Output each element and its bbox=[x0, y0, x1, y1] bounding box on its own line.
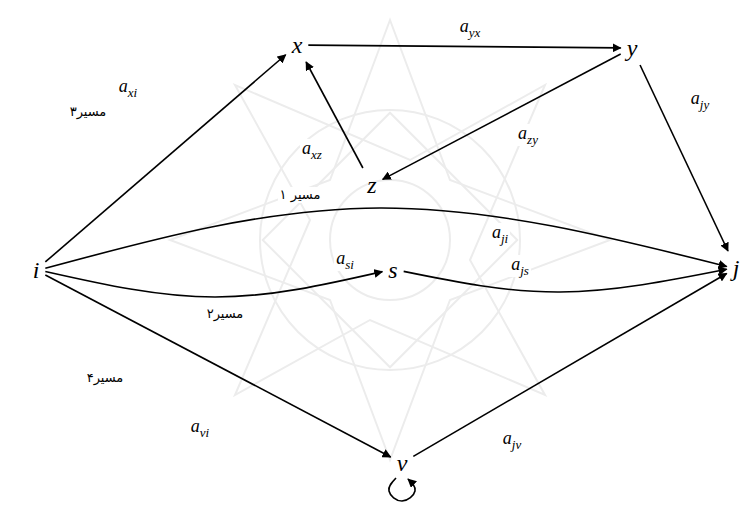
node-name: v bbox=[397, 451, 408, 475]
node-letter: j bbox=[730, 254, 743, 282]
arrow-edge bbox=[306, 62, 363, 168]
arrow-edge bbox=[45, 55, 285, 262]
node-letter: s bbox=[385, 256, 400, 284]
watermark-star bbox=[170, 20, 610, 460]
node-letter: v bbox=[394, 449, 411, 477]
node-name: y bbox=[627, 36, 638, 60]
arrow-edge bbox=[45, 271, 382, 297]
arrow-edge bbox=[383, 54, 621, 179]
edge-weight: asi bbox=[334, 249, 356, 272]
watermark-ring bbox=[260, 110, 520, 370]
node-letter: y bbox=[624, 34, 641, 62]
node-name: i bbox=[33, 258, 40, 282]
edge-weight: aji bbox=[490, 223, 510, 246]
arrow-edge bbox=[640, 65, 728, 251]
node-name: z bbox=[367, 173, 376, 197]
arrow-edge bbox=[413, 273, 726, 456]
watermark-star bbox=[235, 85, 545, 395]
watermark-square bbox=[263, 113, 518, 368]
arrow-edge bbox=[45, 208, 726, 268]
edge-weight: azy bbox=[516, 124, 540, 147]
path-label: مسیر۴ bbox=[85, 370, 126, 386]
watermark-ring bbox=[330, 180, 450, 300]
edge-weight: ajy bbox=[689, 89, 711, 112]
node-letter: z bbox=[364, 171, 379, 199]
edge-weight: ajs bbox=[509, 255, 531, 278]
node-name: x bbox=[292, 33, 303, 57]
arrow-edge bbox=[308, 45, 620, 48]
arrow-edge bbox=[45, 275, 390, 457]
path-label: مسیر ۱ bbox=[278, 187, 323, 203]
node-letter: i bbox=[30, 256, 43, 284]
node-letter: x bbox=[289, 31, 306, 59]
edge-weight: axi bbox=[117, 77, 139, 100]
node-name: s bbox=[388, 258, 397, 282]
edge-weight: ajv bbox=[501, 429, 523, 452]
watermark-ornament bbox=[170, 20, 610, 460]
edge-weight: axz bbox=[300, 139, 324, 162]
path-label: مسیر۲ bbox=[205, 306, 246, 322]
edge-weight: ayx bbox=[458, 17, 483, 40]
edge-weight: avi bbox=[189, 417, 211, 440]
arrow-edge bbox=[404, 269, 727, 292]
path-label: مسیر۳ bbox=[68, 104, 109, 120]
arrow-edge bbox=[389, 478, 415, 501]
node-name: j bbox=[733, 256, 740, 280]
